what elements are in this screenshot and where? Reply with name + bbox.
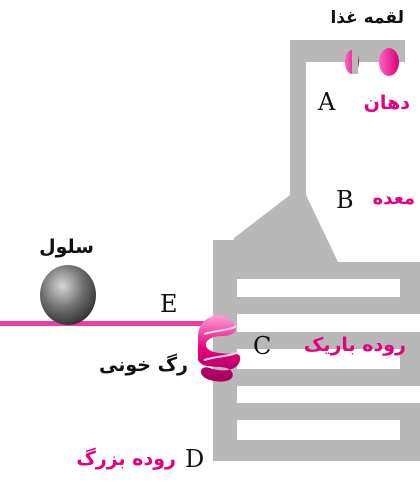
food-bolus-label: لقمه غذا	[330, 8, 404, 28]
digestive-tract	[213, 40, 420, 461]
food-bolus-icon	[345, 48, 399, 76]
blood-vessel-line	[0, 321, 232, 326]
letter-b: B	[336, 186, 354, 214]
absorption-coil-icon	[198, 315, 241, 382]
mouth-label: دهان	[363, 92, 410, 114]
letter-c: C	[253, 332, 272, 360]
large-intestine-shape	[213, 440, 420, 461]
letter-e: E	[160, 290, 178, 318]
letter-d: D	[185, 445, 205, 473]
small-intestine-label: روده باریک	[303, 334, 406, 356]
blood-vessel-label: رگ خونی	[99, 354, 188, 376]
cell-label: سلول	[39, 236, 94, 258]
stomach-label: معده	[372, 188, 415, 209]
large-intestine-label: روده بزرگ	[76, 448, 176, 470]
letter-a: A	[318, 88, 336, 116]
small-intestine-coils	[213, 240, 420, 461]
cell-icon	[40, 265, 96, 325]
